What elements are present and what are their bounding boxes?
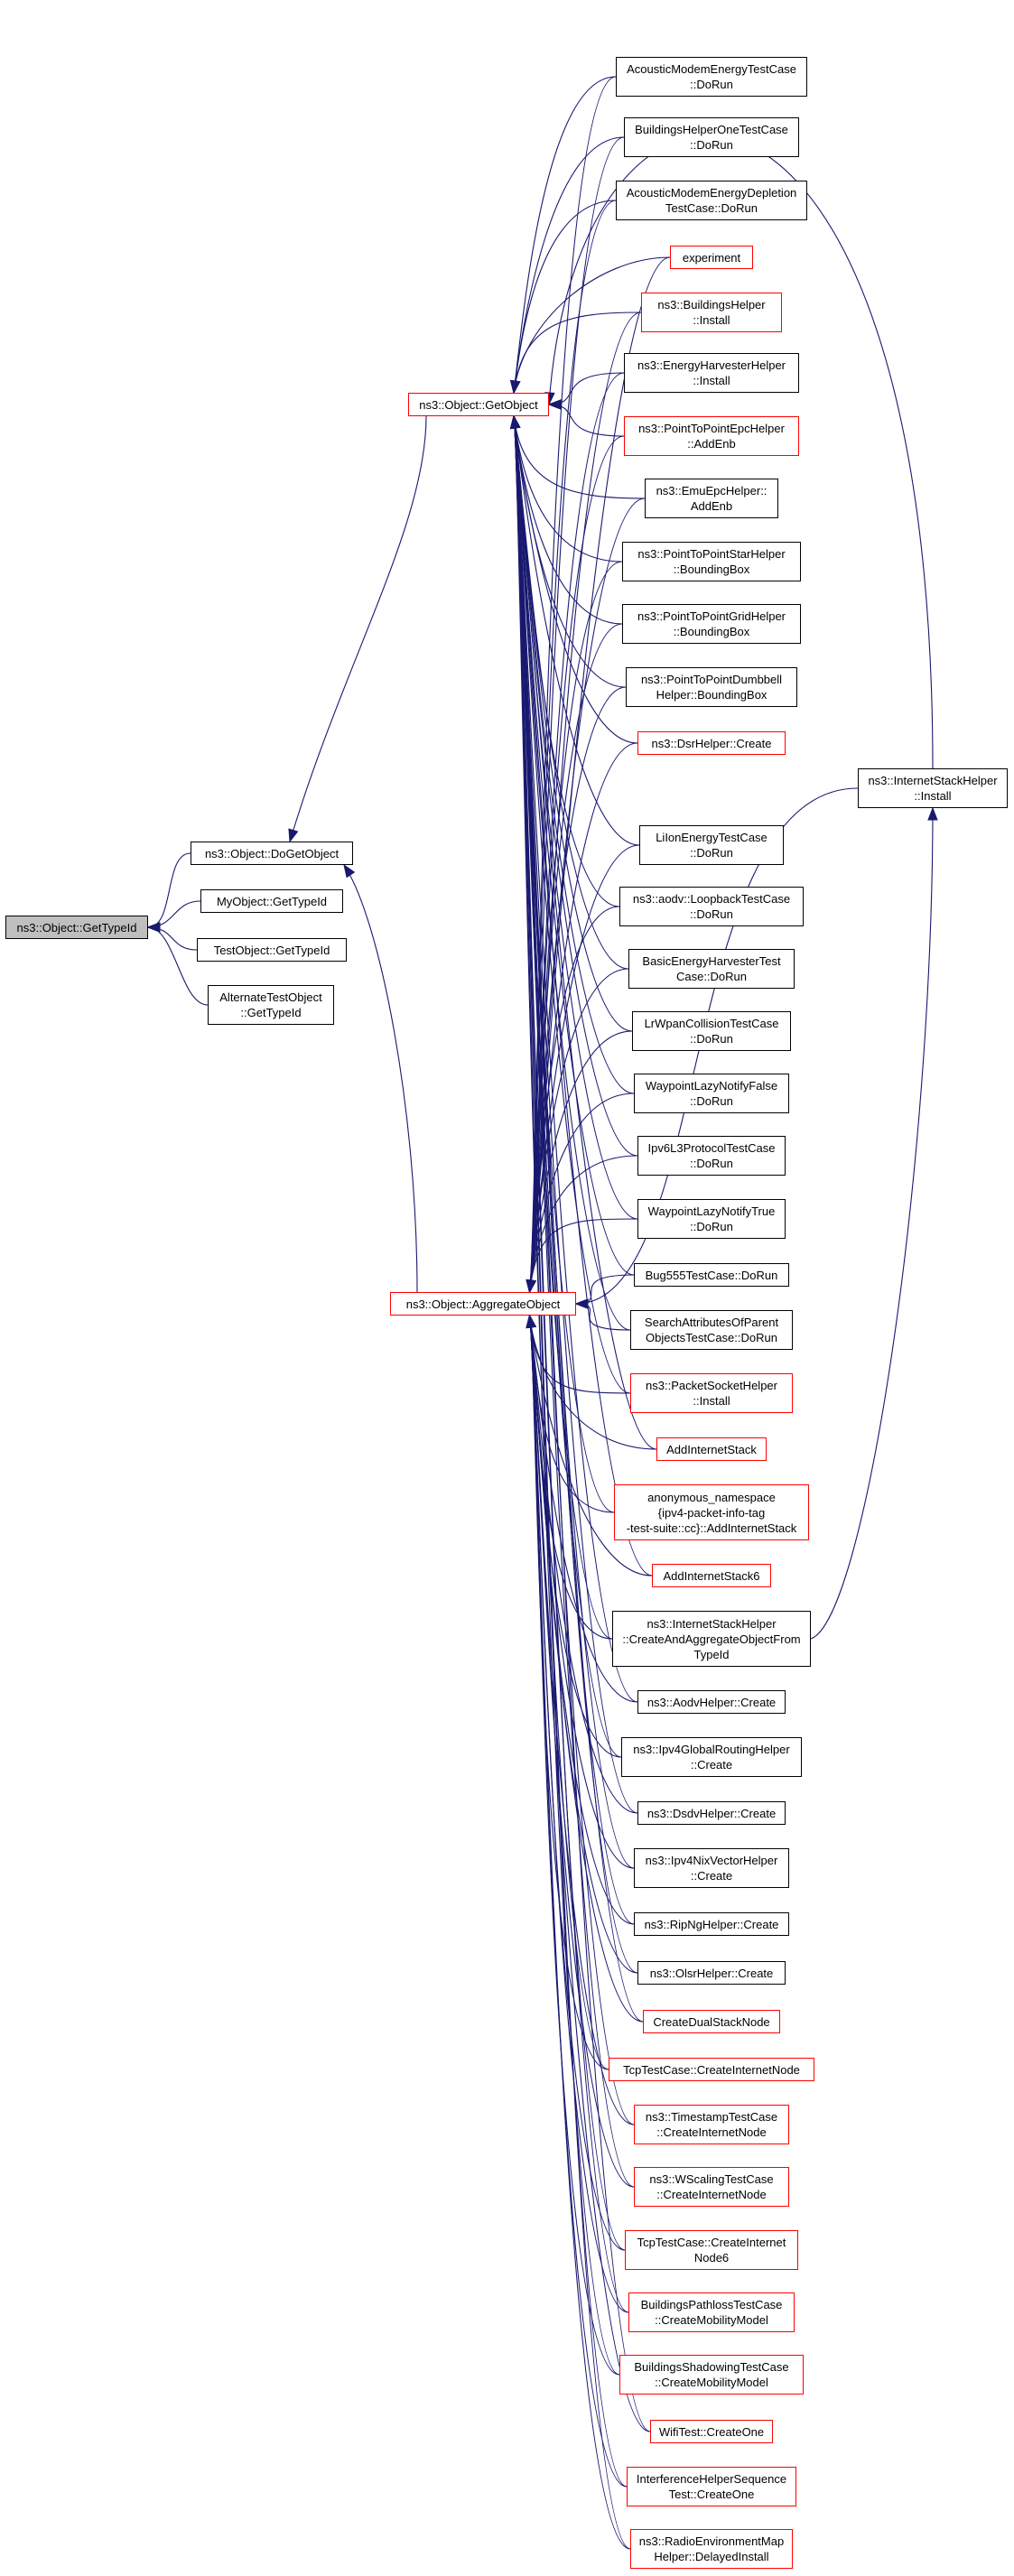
node-wscalingtestcase-createinternetnode[interactable]: ns3::WScalingTestCase ::CreateInternetNo… bbox=[634, 2167, 789, 2207]
edge-arrowhead bbox=[526, 1314, 536, 1329]
node-createdualstacknode[interactable]: CreateDualStackNode bbox=[643, 2010, 780, 2033]
node-interferencehelpersequencetest-createone[interactable]: InterferenceHelperSequence Test::CreateO… bbox=[627, 2467, 796, 2506]
call-edge bbox=[528, 968, 629, 1293]
node-buildingspathlosstestcase-createmobilitymodel[interactable]: BuildingsPathlossTestCase ::CreateMobili… bbox=[628, 2292, 795, 2332]
node-emuepchelper-addenb[interactable]: ns3::EmuEpcHelper:: AddEnb bbox=[645, 479, 778, 518]
node-object-aggregateobject[interactable]: ns3::Object::AggregateObject bbox=[390, 1292, 576, 1316]
node-lrwpancollisiontestcase-dorun[interactable]: LrWpanCollisionTestCase ::DoRun bbox=[632, 1011, 791, 1051]
node-bug555testcase-dorun[interactable]: Bug555TestCase::DoRun bbox=[634, 1263, 789, 1287]
call-edge bbox=[528, 1315, 644, 2023]
node-alternatetestobject-gettypeid[interactable]: AlternateTestObject ::GetTypeId bbox=[208, 985, 334, 1025]
call-edge bbox=[528, 1315, 657, 1450]
call-edge bbox=[810, 807, 934, 1640]
call-edge bbox=[513, 415, 644, 2023]
call-edge bbox=[528, 906, 620, 1293]
call-edge bbox=[528, 1093, 635, 1293]
call-edge bbox=[147, 926, 198, 951]
call-edge bbox=[513, 415, 657, 1450]
edge-arrowhead bbox=[146, 922, 161, 933]
node-tcptestcase-createinternetnode[interactable]: TcpTestCase::CreateInternetNode bbox=[609, 2058, 814, 2081]
call-edge bbox=[513, 76, 617, 394]
node-ripnghelper-create[interactable]: ns3::RipNgHelper::Create bbox=[634, 1912, 789, 1936]
node-acousticmodemenergytestcase-dorun[interactable]: AcousticModemEnergyTestCase ::DoRun bbox=[616, 57, 807, 97]
call-edge bbox=[513, 312, 642, 394]
node-acousticmodemenergydepletiontestcase-dorun[interactable]: AcousticModemEnergyDepletion TestCase::D… bbox=[616, 181, 807, 220]
call-edge bbox=[513, 256, 671, 394]
call-edge bbox=[513, 415, 635, 1925]
node-ipv4globalroutinghelper-create[interactable]: ns3::Ipv4GlobalRoutingHelper ::Create bbox=[621, 1737, 802, 1777]
node-addinternetstack[interactable]: AddInternetStack bbox=[656, 1437, 767, 1461]
edge-arrowhead bbox=[509, 379, 521, 395]
edge-arrowhead bbox=[526, 1279, 536, 1294]
call-edge bbox=[528, 1218, 638, 1293]
call-edge bbox=[513, 415, 640, 846]
call-edge bbox=[528, 200, 617, 1293]
call-edge bbox=[528, 1155, 638, 1293]
call-edge bbox=[528, 1315, 629, 2313]
node-experiment[interactable]: experiment bbox=[670, 246, 753, 269]
node-internetstackhelper-createandaggregateobjectfromtypeid[interactable]: ns3::InternetStackHelper ::CreateAndAggr… bbox=[612, 1611, 811, 1667]
node-aodvhelper-create[interactable]: ns3::AodvHelper::Create bbox=[637, 1690, 786, 1714]
node-packetsockethelper-install[interactable]: ns3::PacketSocketHelper ::Install bbox=[630, 1373, 793, 1413]
node-myobject-gettypeid[interactable]: MyObject::GetTypeId bbox=[200, 889, 343, 913]
node-searchattributesofparentobjectstestcase-dorun[interactable]: SearchAttributesOfParent ObjectsTestCase… bbox=[630, 1310, 793, 1350]
node-addinternetstack6[interactable]: AddInternetStack6 bbox=[652, 1564, 771, 1587]
node-object-dogetobject[interactable]: ns3::Object::DoGetObject bbox=[191, 842, 353, 865]
node-buildingsshadowingtestcase-createmobilitymodel[interactable]: BuildingsShadowingTestCase ::CreateMobil… bbox=[619, 2355, 804, 2395]
node-aodv-loopbacktestcase-dorun[interactable]: ns3::aodv::LoopbackTestCase ::DoRun bbox=[619, 887, 804, 926]
node-dsrhelper-create[interactable]: ns3::DsrHelper::Create bbox=[637, 731, 786, 755]
edge-arrowhead bbox=[509, 414, 521, 430]
node-testobject-gettypeid[interactable]: TestObject::GetTypeId bbox=[197, 938, 347, 962]
call-edge bbox=[513, 415, 651, 2432]
call-edge bbox=[528, 686, 627, 1293]
node-basicenergyharvestertestcase-dorun[interactable]: BasicEnergyHarvesterTest Case::DoRun bbox=[628, 949, 795, 989]
node-internetstackhelper-install[interactable]: ns3::InternetStackHelper ::Install bbox=[858, 768, 1008, 808]
node-liionenergytestcase-dorun[interactable]: LiIonEnergyTestCase ::DoRun bbox=[639, 825, 784, 865]
edge-arrowhead bbox=[288, 828, 299, 843]
node-wifitest-createone[interactable]: WifiTest::CreateOne bbox=[650, 2420, 773, 2443]
call-edge bbox=[528, 1030, 633, 1293]
node-ipv4nixvectorhelper-create[interactable]: ns3::Ipv4NixVectorHelper ::Create bbox=[634, 1848, 789, 1888]
call-edge bbox=[513, 415, 646, 499]
node-ipv6l3protocoltestcase-dorun[interactable]: Ipv6L3ProtocolTestCase ::DoRun bbox=[637, 1136, 786, 1176]
node-energyharvesterhelper-install[interactable]: ns3::EnergyHarvesterHelper ::Install bbox=[624, 353, 799, 393]
call-edge bbox=[147, 900, 201, 928]
call-edge bbox=[513, 415, 638, 744]
node-pointtopointstarhelper-boundingbox[interactable]: ns3::PointToPointStarHelper ::BoundingBo… bbox=[622, 542, 801, 581]
node-object-getobject[interactable]: ns3::Object::GetObject bbox=[408, 393, 549, 416]
call-edge bbox=[528, 1315, 638, 1703]
node-olsrhelper-create[interactable]: ns3::OlsrHelper::Create bbox=[637, 1961, 786, 1985]
node-timestamptestcase-createinternetnode[interactable]: ns3::TimestampTestCase ::CreateInternetN… bbox=[634, 2105, 789, 2144]
node-object-gettypeid[interactable]: ns3::Object::GetTypeId bbox=[5, 916, 148, 939]
node-tcptestcase-createinternetnode6[interactable]: TcpTestCase::CreateInternet Node6 bbox=[625, 2230, 798, 2270]
edge-arrowhead bbox=[927, 806, 938, 821]
node-pointtopointepchelper-addenb[interactable]: ns3::PointToPointEpcHelper ::AddEnb bbox=[624, 416, 799, 456]
edge-arrowhead bbox=[343, 863, 356, 879]
call-edge bbox=[147, 852, 191, 928]
node-dsdvhelper-create[interactable]: ns3::DsdvHelper::Create bbox=[637, 1801, 786, 1825]
node-buildingshelperonetestcase-dorun[interactable]: BuildingsHelperOneTestCase ::DoRun bbox=[624, 117, 799, 157]
edge-arrowhead bbox=[574, 1298, 589, 1309]
node-buildingshelper-install[interactable]: ns3::BuildingsHelper ::Install bbox=[641, 293, 782, 332]
call-edge bbox=[513, 415, 631, 1394]
node-pointtopointdumbbellhelper-boundingbox[interactable]: ns3::PointToPointDumbbell Helper::Boundi… bbox=[626, 667, 797, 707]
edge-arrowhead bbox=[547, 399, 562, 410]
call-edge bbox=[343, 864, 418, 1293]
node-radioenvironmentmaphelper-delayedinstall[interactable]: ns3::RadioEnvironmentMap Helper::Delayed… bbox=[630, 2529, 793, 2569]
node-waypointlazynotifyfalse-dorun[interactable]: WaypointLazyNotifyFalse ::DoRun bbox=[634, 1074, 789, 1113]
node-pointtopointgridhelper-boundingbox[interactable]: ns3::PointToPointGridHelper ::BoundingBo… bbox=[622, 604, 801, 644]
call-edge bbox=[289, 415, 427, 842]
node-anonymous-namespace-addinternetstack[interactable]: anonymous_namespace {ipv4-packet-info-ta… bbox=[614, 1484, 809, 1540]
node-waypointlazynotifytrue-dorun[interactable]: WaypointLazyNotifyTrue ::DoRun bbox=[637, 1199, 786, 1239]
call-edge bbox=[513, 200, 617, 394]
call-edge bbox=[528, 1315, 653, 1576]
call-edge bbox=[528, 1315, 631, 2550]
